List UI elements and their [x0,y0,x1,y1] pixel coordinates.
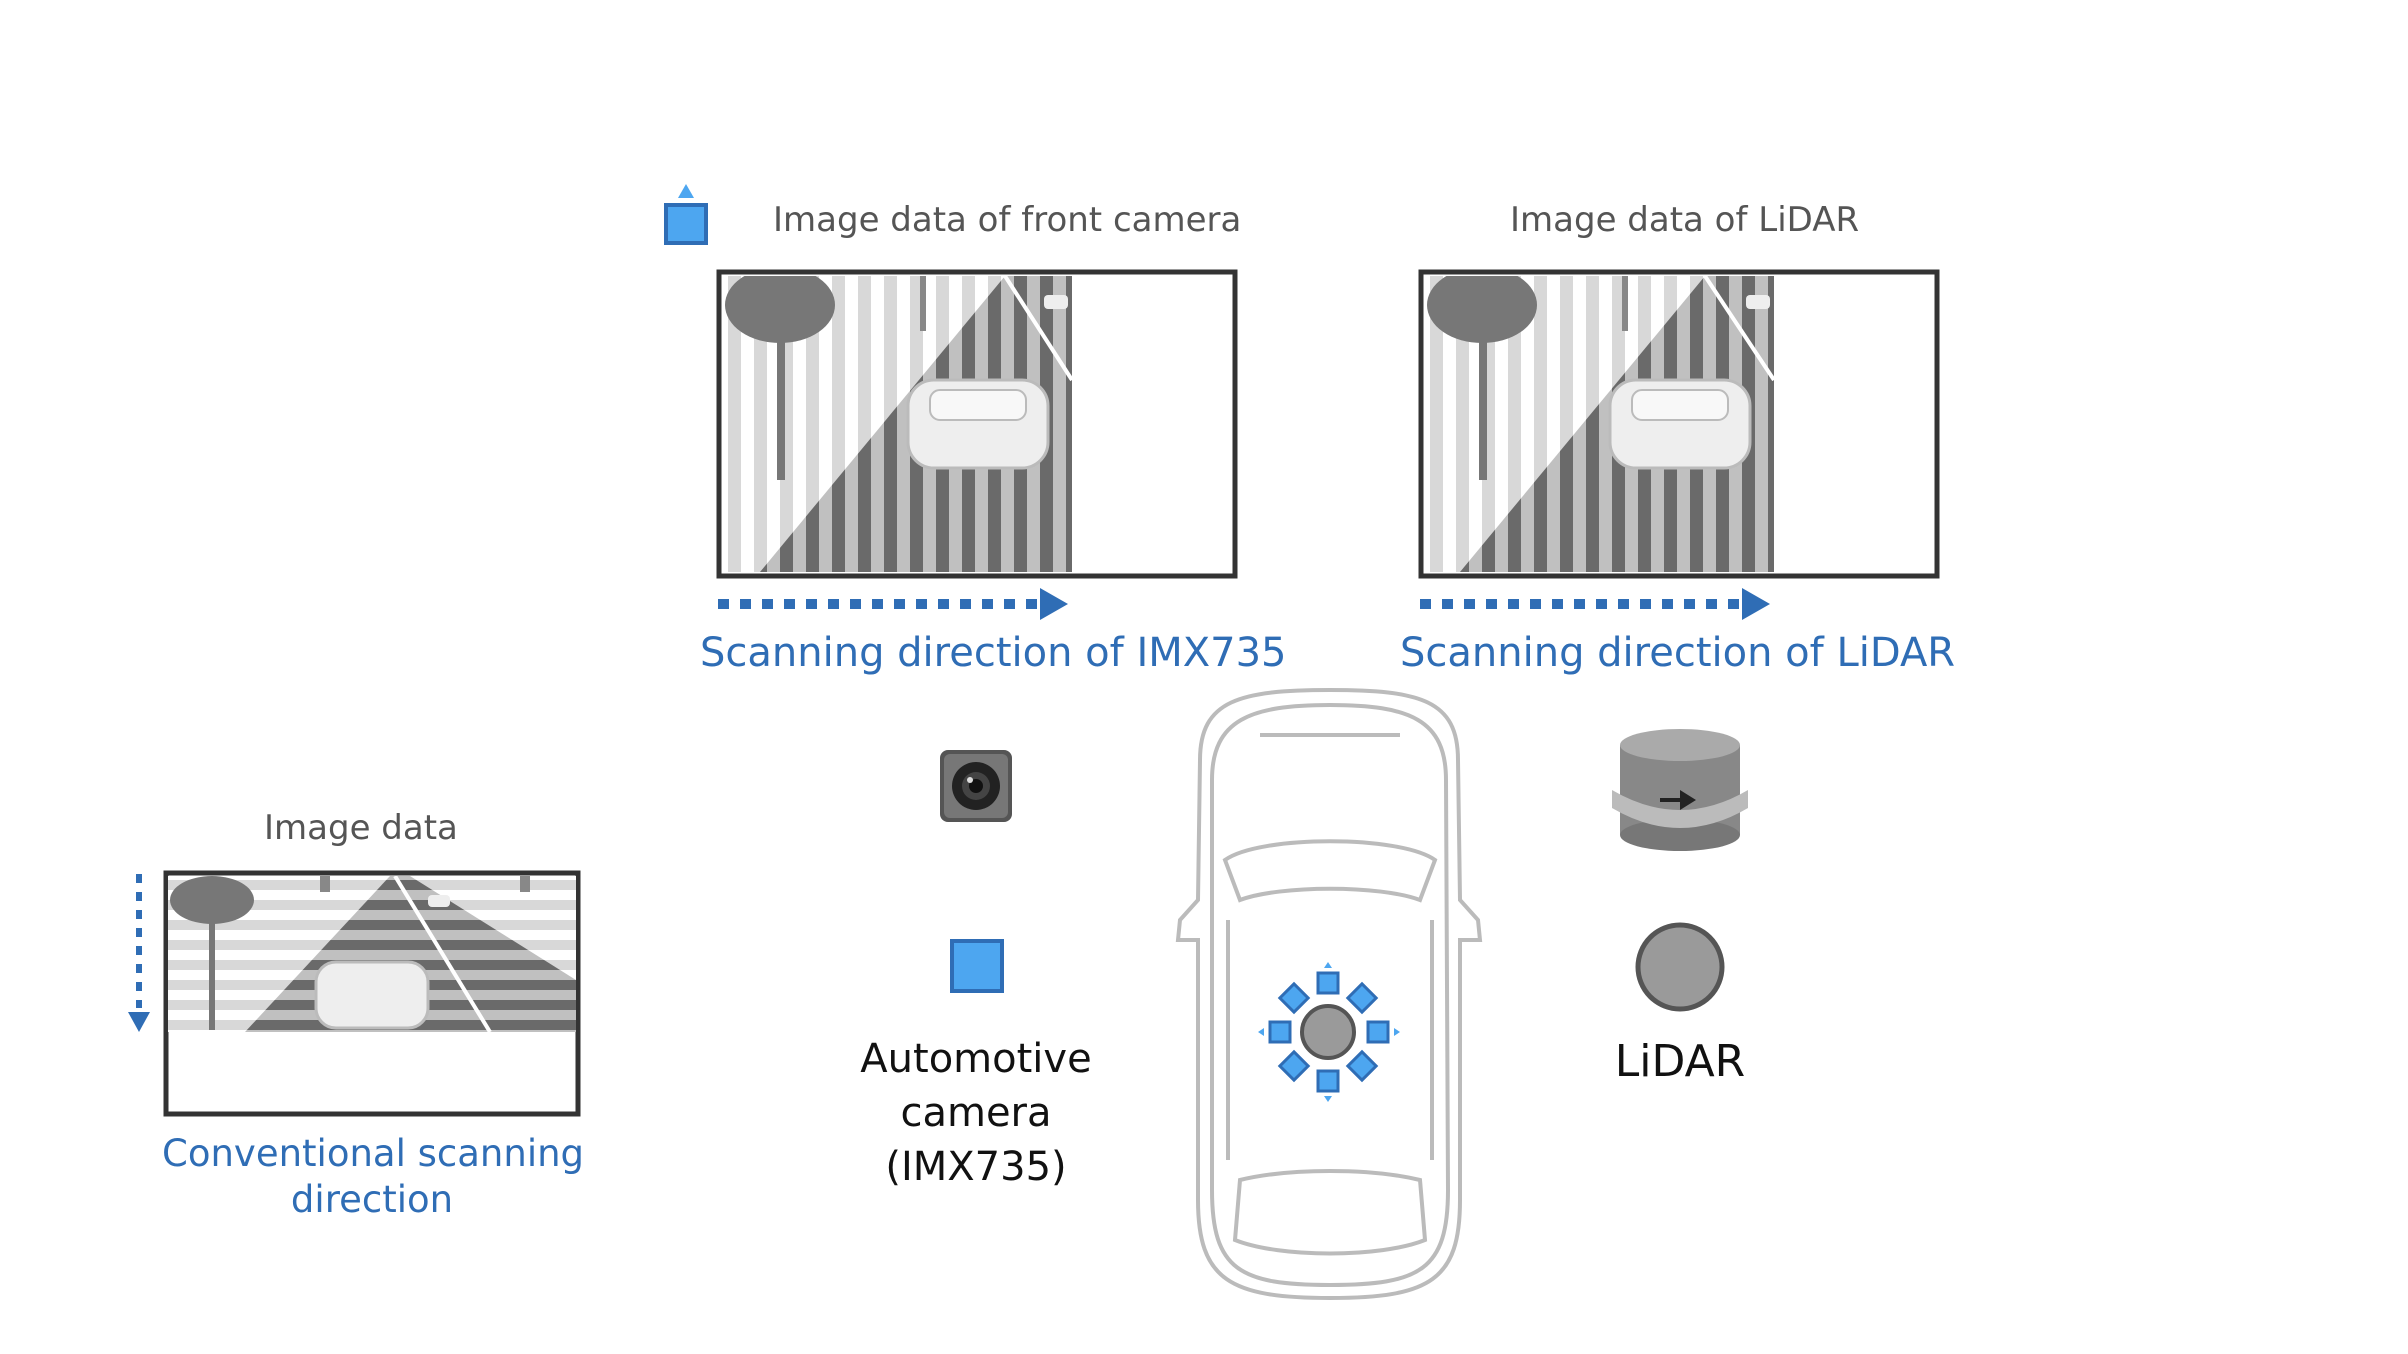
conventional-caption-line2: direction [290,1178,454,1221]
camera-marker-icon [664,184,708,245]
lidar-marker-icon [1635,922,1725,1012]
scan-arrow-icon [718,588,1068,620]
camera-legend-line1: Automotive [860,1036,1092,1082]
scan-arrow-icon [128,874,150,1032]
lidar-legend-label: LiDAR [1614,1036,1746,1087]
camera-device-icon [940,750,1012,822]
lidar-image-panel [1418,269,1940,579]
lidar-device-icon [1612,729,1748,851]
camera-legend-line2: camera [900,1090,1052,1136]
front-camera-title: Image data of front camera [773,200,1242,240]
lidar-image-title: Image data of LiDAR [1510,200,1860,240]
conventional-image-panel [163,870,581,1117]
conventional-title: Image data [264,808,458,848]
conventional-caption-line1: Conventional scanning [162,1132,585,1175]
camera-marker-icon [950,939,1004,993]
scan-arrow-icon [1420,588,1770,620]
camera-legend-line3: (IMX735) [885,1144,1067,1190]
front-camera-caption: Scanning direction of IMX735 [700,630,1287,676]
sensor-cluster [1258,962,1400,1102]
front-camera-image-panel [716,269,1238,579]
lidar-image-caption: Scanning direction of LiDAR [1400,630,1956,676]
